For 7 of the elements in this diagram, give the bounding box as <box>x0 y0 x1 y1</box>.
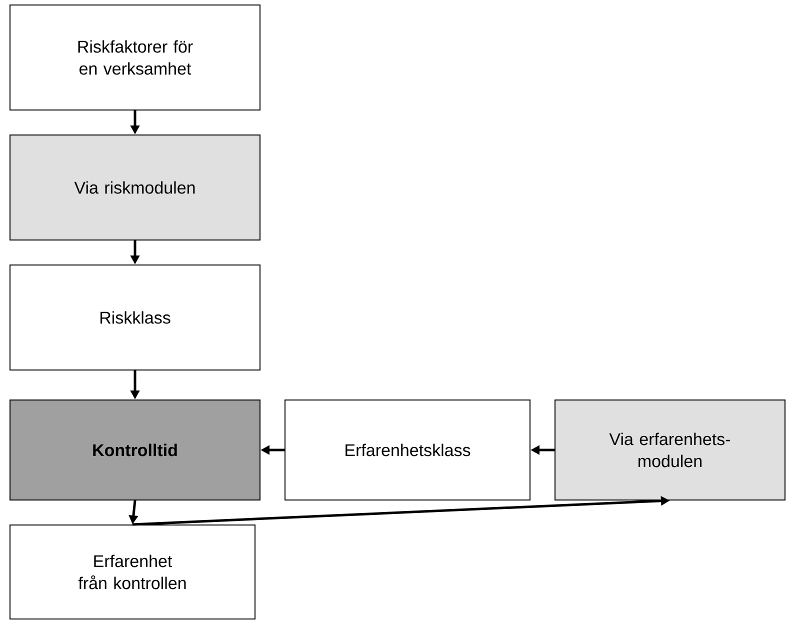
process-box: Via riskmodulen <box>10 134 260 240</box>
process-box: Via erfarenhets- modulen <box>554 399 786 500</box>
process-box: Riskfaktorer för en verksamhet <box>10 4 260 110</box>
process-box: Kontrolltid <box>10 399 260 500</box>
process-box: Riskklass <box>10 264 260 370</box>
process-box: Erfarenhetsklass <box>284 399 530 500</box>
process-box: Erfarenhet från kontrollen <box>10 524 256 620</box>
